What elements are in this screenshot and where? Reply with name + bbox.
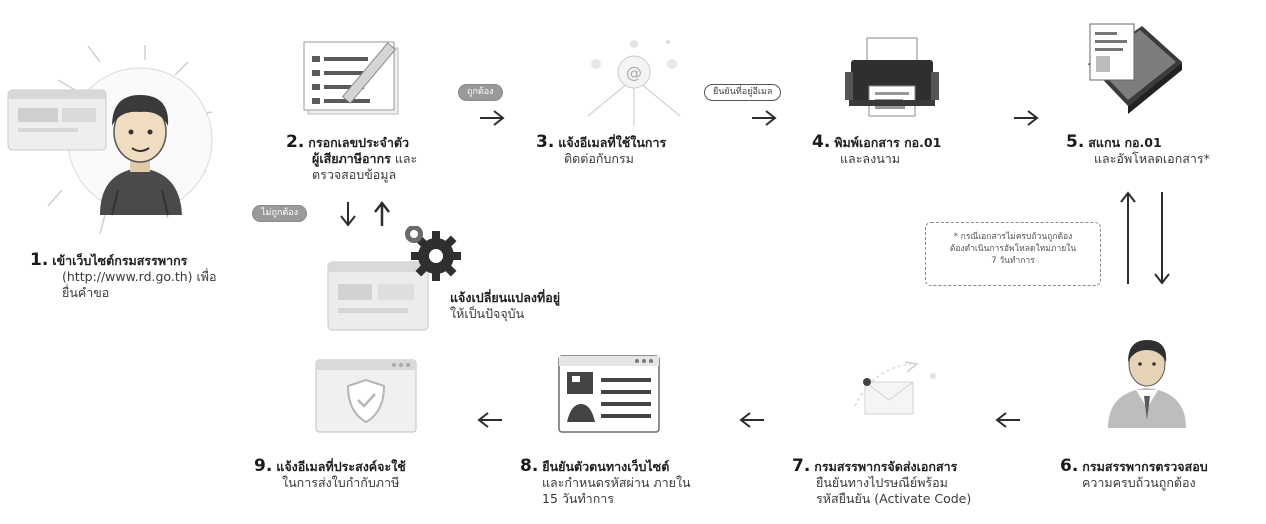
- step-number: 8.: [520, 456, 539, 476]
- step-line: (http://www.rd.go.th) เพื่อ: [62, 269, 217, 284]
- step8-text: 8.ยืนยันตัวตนทางเว็บไซต์ และกำหนดรหัสผ่า…: [520, 458, 746, 507]
- step8-profile-card-icon: [555, 352, 663, 438]
- step-number: 1.: [30, 250, 49, 270]
- side-step-title: แจ้งเปลี่ยนแปลงที่อยู่: [450, 290, 561, 305]
- arrow-down-icon: [338, 200, 358, 232]
- arrow-left-icon: [738, 410, 766, 434]
- step-title: สแกน กอ.01: [1088, 135, 1162, 150]
- address-change-text: แจ้งเปลี่ยนแปลงที่อยู่ ให้เป็นปัจจุบัน: [450, 290, 640, 322]
- step-title: แจ้งอีเมลที่ใช้ในการ: [558, 135, 667, 150]
- step-title: กรมสรรพากรจัดส่งเอกสาร: [814, 459, 958, 474]
- step-line: รหัสยืนยัน (Activate Code): [816, 491, 972, 506]
- step-number: 9.: [254, 456, 273, 476]
- step-line: ยืนยันทางไปรษณีย์พร้อม: [816, 475, 948, 490]
- note-line: 7 วันทำการ: [991, 256, 1035, 266]
- step-line: ยื่นคำขอ: [62, 285, 110, 300]
- step-number: 3.: [536, 132, 555, 152]
- step5-scanner-icon: [1082, 14, 1186, 122]
- arrow-down-icon: [1152, 190, 1172, 290]
- step-title: พิมพ์เอกสาร กอ.01: [834, 135, 942, 150]
- step1-person-website-icon: [0, 40, 215, 240]
- step-line: และกำหนดรหัสผ่าน ภายใน: [542, 475, 691, 490]
- step-number: 6.: [1060, 456, 1079, 476]
- arrow-up-icon: [372, 200, 392, 232]
- svg-text:@: @: [626, 63, 642, 82]
- step7-mail-envelope-icon: [845, 354, 955, 434]
- step-number: 4.: [812, 132, 831, 152]
- arrow-left-icon: [476, 410, 504, 434]
- step-title: เข้าเว็บไซต์กรมสรรพากร: [52, 253, 188, 268]
- incorrect-pill: ไม่ถูกต้อง: [252, 205, 308, 222]
- step3-email-network-icon: @: [578, 36, 690, 128]
- step6-text: 6.กรมสรรพากรตรวจสอบ ความครบถ้วนถูกต้อง: [1060, 458, 1264, 491]
- step2-form-pencil-icon: [300, 20, 420, 120]
- note-line: ต้องดำเนินการอัพโหลดใหม่ภายใน: [949, 244, 1077, 254]
- confirm-email-pill: ยืนยันที่อยู่อีเมล: [704, 84, 782, 101]
- step-line: และลงนาม: [840, 151, 900, 166]
- note-line: * กรณีเอกสารไม่ครบถ้วนถูกต้อง: [953, 232, 1073, 242]
- step-title: กรอกเลขประจำตัว: [308, 135, 409, 150]
- step-number: 7.: [792, 456, 811, 476]
- step9-text: 9.แจ้งอีเมลที่ประสงค์จะใช้ ในการส่งใบกำก…: [254, 458, 480, 491]
- step-line: ความครบถ้วนถูกต้อง: [1082, 475, 1196, 490]
- step-title-tail: และ: [390, 151, 418, 166]
- arrow-right-icon: [478, 108, 506, 132]
- step1-text: 1.เข้าเว็บไซต์กรมสรรพากร (http://www.rd.…: [30, 252, 280, 301]
- step-number: 5.: [1066, 132, 1085, 152]
- step2-text: 2.กรอกเลขประจำตัว ผู้เสียภาษีอากร และ ตร…: [286, 134, 466, 183]
- step5-text: 5.สแกน กอ.01 และอัพโหลดเอกสาร*: [1066, 134, 1256, 167]
- step4-text: 4.พิมพ์เอกสาร กอ.01 และลงนาม: [812, 134, 1012, 167]
- address-change-gear-icon: [318, 225, 468, 334]
- step6-officer-icon: [1102, 338, 1192, 428]
- arrow-up-icon: [1118, 190, 1138, 290]
- step4-printer-icon: [845, 34, 939, 122]
- step3-text: 3.แจ้งอีเมลที่ใช้ในการ ติดต่อกับกรม: [536, 134, 736, 167]
- step-line: ในการส่งใบกำกับภาษี: [282, 475, 400, 490]
- arrow-right-icon: [1012, 108, 1040, 132]
- step-title: กรมสรรพากรตรวจสอบ: [1082, 459, 1208, 474]
- step-line: ติดต่อกับกรม: [564, 151, 634, 166]
- step-number: 2.: [286, 132, 305, 152]
- step9-secure-browser-icon: [312, 352, 420, 438]
- step-title: แจ้งอีเมลที่ประสงค์จะใช้: [276, 459, 406, 474]
- step-line: และอัพโหลดเอกสาร*: [1094, 151, 1210, 166]
- arrow-left-icon: [994, 410, 1022, 434]
- step-title-2: ผู้เสียภาษีอากร: [312, 151, 391, 166]
- side-step-line: ให้เป็นปัจจุบัน: [450, 306, 525, 321]
- step-line: 15 วันทำการ: [542, 491, 615, 506]
- step7-text: 7.กรมสรรพากรจัดส่งเอกสาร ยืนยันทางไปรษณี…: [792, 458, 1030, 507]
- arrow-right-icon: [750, 108, 778, 132]
- correct-pill: ถูกต้อง: [458, 84, 503, 101]
- step-line: ตรวจสอบข้อมูล: [312, 167, 397, 182]
- step-title: ยืนยันตัวตนทางเว็บไซต์: [542, 459, 670, 474]
- reupload-note: * กรณีเอกสารไม่ครบถ้วนถูกต้อง ต้องดำเนิน…: [925, 222, 1101, 286]
